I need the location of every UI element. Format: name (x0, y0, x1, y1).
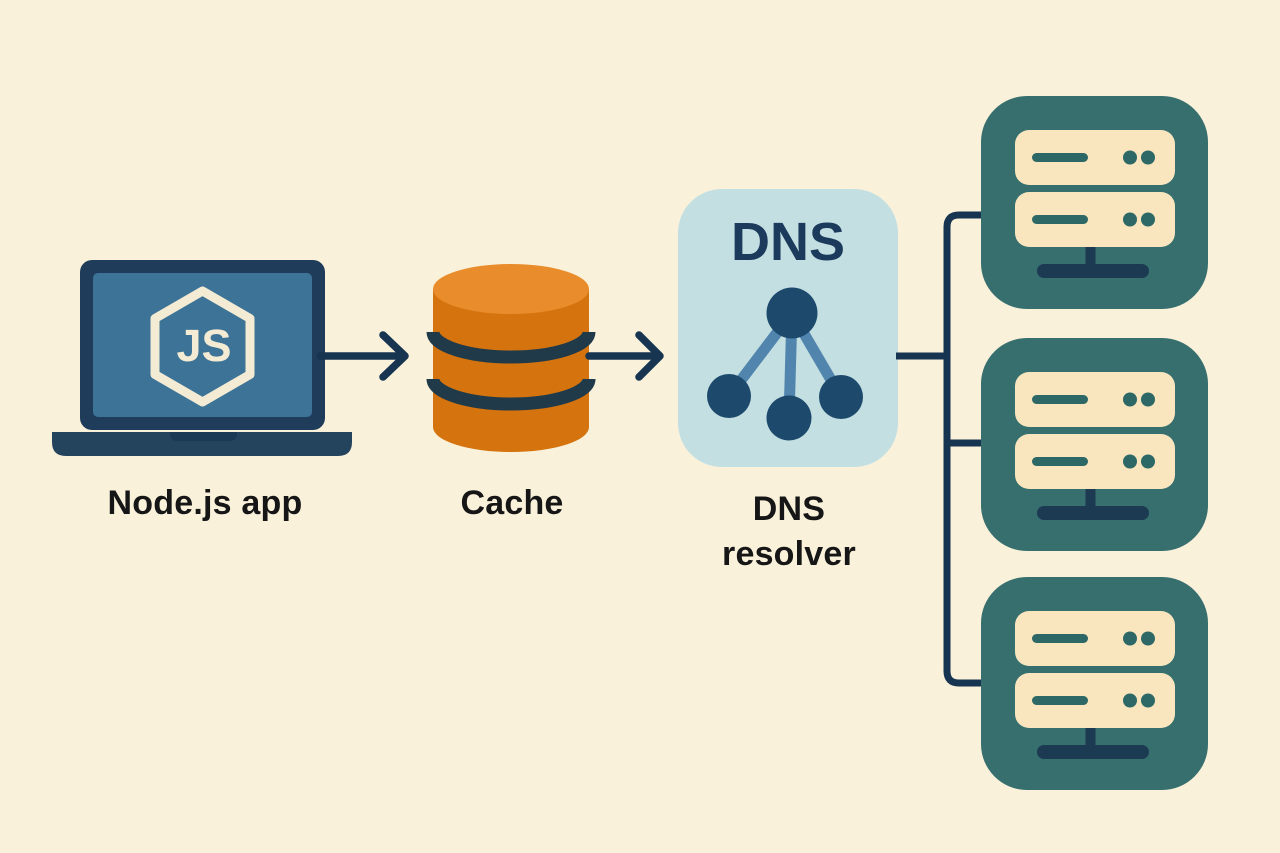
server-slat (1015, 372, 1175, 427)
cylinder-top (433, 264, 589, 314)
network-tree-icon (707, 287, 863, 441)
server-rack-icon (1015, 611, 1175, 759)
server-box-2 (981, 338, 1208, 551)
arrow-cache-to-dns-icon (585, 331, 664, 381)
dns-resolver-label: DNS resolver (658, 487, 920, 577)
dns-resolver-label-line2: resolver (722, 535, 856, 573)
server-slat-details (1032, 392, 1155, 469)
cache-label: Cache (460, 484, 564, 522)
dns-resolver-box: DNS (678, 189, 898, 467)
dns-resolver-label-line1: DNS (752, 490, 826, 528)
server-slat (1015, 192, 1175, 247)
dns-box-title: DNS (730, 212, 845, 272)
server-stand (1037, 489, 1149, 520)
cylinder-body (433, 289, 589, 452)
laptop-base (52, 432, 352, 456)
nodejs-app-label: Node.js app (107, 484, 303, 522)
nodejs-logo-hexagon-icon: JS (150, 286, 255, 407)
server-slat (1015, 130, 1175, 185)
server-stand (1037, 247, 1149, 278)
cylinder-band-top (426, 331, 596, 364)
dns-to-servers-connector (896, 211, 982, 687)
network-nodes (707, 287, 863, 441)
server-rack-icon (1015, 372, 1175, 520)
server-stand (1037, 728, 1149, 759)
server-slat-details (1032, 150, 1155, 227)
server-rack-icon (1015, 130, 1175, 278)
laptop-icon: JS (52, 260, 352, 456)
arrow-nodejs-to-cache-icon (316, 331, 409, 381)
server-slat (1015, 434, 1175, 489)
laptop-screen (80, 260, 325, 430)
server-slat-details (1032, 631, 1155, 708)
server-box-1 (981, 96, 1208, 309)
server-slat (1015, 673, 1175, 728)
cylinder-band-bottom (426, 378, 596, 411)
server-slat (1015, 611, 1175, 666)
nodejs-logo-text: JS (176, 320, 231, 371)
database-cylinder-icon (426, 264, 596, 452)
connector-trunk-line (943, 211, 982, 687)
server-box-3 (981, 577, 1208, 790)
